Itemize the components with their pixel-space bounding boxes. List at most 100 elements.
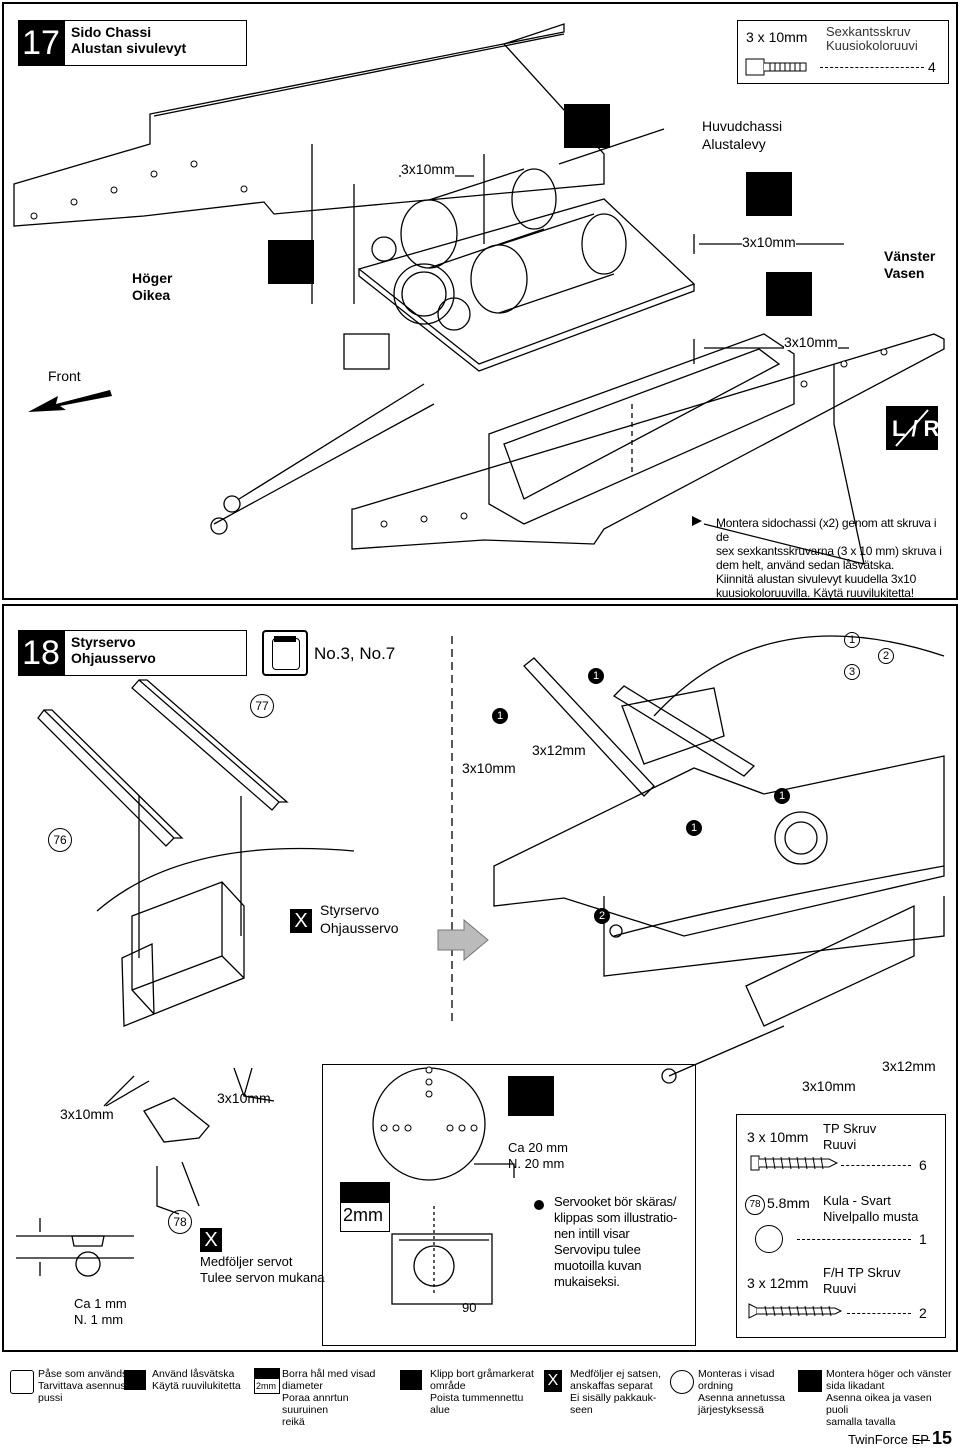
sequence-mark: 2 xyxy=(594,908,610,924)
screw-name-fi: Kuusiokoloruuvi xyxy=(826,38,918,53)
scissors-icon xyxy=(508,1076,554,1116)
servo-note-fi: Tulee servon mukana xyxy=(200,1270,325,1285)
order-step: 1 xyxy=(844,632,860,648)
legend-line: samalla tavalla xyxy=(826,1416,896,1428)
scissors-icon xyxy=(400,1370,422,1390)
screw-callout: 3x10mm xyxy=(742,234,796,250)
legend-line: seen xyxy=(570,1404,593,1416)
next-arrow-icon xyxy=(437,918,489,962)
step-number: 17 xyxy=(18,20,64,66)
screw-callout: 3x10mm xyxy=(462,760,516,776)
part-76: 76 xyxy=(48,828,72,852)
part-name-sv: F/H TP Skruv xyxy=(823,1265,901,1280)
main-chassis-label-sv: Huvudchassi xyxy=(702,118,783,134)
drill-icon: 2mm xyxy=(340,1182,390,1232)
bullet-arrow-icon xyxy=(692,516,702,526)
part-78: 78 xyxy=(168,1210,192,1234)
threadlock-icon xyxy=(268,240,314,284)
page-footer: TwinForce EP 15 xyxy=(760,1428,956,1450)
legend-line: Påse som används xyxy=(38,1368,128,1380)
legend-item: Montera höger och vänster sida likadant … xyxy=(826,1368,956,1428)
part-name-fi: Ruuvi xyxy=(823,1281,857,1296)
sequence-mark: 1 xyxy=(686,820,702,836)
step-title: Sido Chassi Alustan sivulevyt xyxy=(64,20,247,66)
part-name-fi: Ruuvi xyxy=(823,1137,857,1152)
legend-line: Medföljer ej satsen, xyxy=(570,1368,662,1380)
bag-icon xyxy=(262,630,308,676)
drill-size: 2mm xyxy=(256,1381,276,1391)
lr-icon: L/R xyxy=(886,406,939,450)
part-name-sv: TP Skruv xyxy=(823,1121,877,1136)
ball-height-fi: N. 1 mm xyxy=(74,1312,124,1327)
part-ref: 78 xyxy=(745,1195,765,1215)
cut-note-line: mukaiseksi. xyxy=(554,1274,620,1289)
sequence-mark: 1 xyxy=(492,708,508,724)
instructions: Montera sidochassi (x2) genom att skruva… xyxy=(716,516,952,600)
part-qty: 2 xyxy=(919,1305,927,1321)
servo-note-sv: Medföljer servot xyxy=(200,1254,293,1269)
legend-line: reikä xyxy=(282,1416,305,1428)
part-qty: 1 xyxy=(919,1231,927,1247)
angle-label: 90 xyxy=(462,1300,477,1315)
instruction-line: sex sexkantsskruvarna (3 x 10 mm) skruva… xyxy=(716,544,942,558)
screw-callout: 3x10mm xyxy=(784,334,838,350)
instruction-line: Montera sidochassi (x2) genom att skruva… xyxy=(716,516,937,544)
legend-line: järjestyksessä xyxy=(698,1404,764,1416)
qty-leader xyxy=(841,1165,911,1166)
legend-item: Borra hål med visad diameter Poraa annrt… xyxy=(282,1368,392,1428)
legend-item: Medföljer ej satsen, anskaffas separat E… xyxy=(570,1368,670,1416)
screw-size: 3 x 10mm xyxy=(746,29,808,45)
horn-dim-fi: N. 20 mm xyxy=(508,1156,565,1171)
bag-icon xyxy=(10,1370,34,1394)
legend-item: Använd låsvätska Käytä ruuvilukitetta xyxy=(152,1368,252,1392)
screw-callout: 3x12mm xyxy=(532,742,586,758)
order-icon xyxy=(670,1370,694,1394)
cut-note-line: Servovipu tulee xyxy=(554,1242,641,1257)
sequence-mark: 1 xyxy=(588,668,604,684)
legend-line: Ei sisälly pakkauk- xyxy=(570,1392,657,1404)
threadlock-icon xyxy=(564,104,610,148)
parts-box: 3 x 10mm TP Skruv Ruuvi 6 78 5.8mm Kula … xyxy=(736,1114,946,1338)
brand-name: TwinForce EP xyxy=(848,1432,929,1447)
tp-screw-icon xyxy=(750,1155,839,1171)
drill-size: 2mm xyxy=(343,1205,383,1225)
title-sv: Styrservo xyxy=(71,634,136,650)
legend-line: Borra hål med visad xyxy=(282,1368,376,1380)
title-fi: Ohjausservo xyxy=(71,650,156,666)
screw-parts-box: 3 x 10mm Sexkantsskruv Kuusiokoloruuvi 4 xyxy=(737,20,949,84)
ball-icon xyxy=(755,1225,783,1253)
legend-line: Tarvittava asennus- xyxy=(38,1380,130,1392)
legend-line: diameter xyxy=(282,1380,323,1392)
screw-qty-leader xyxy=(820,67,924,68)
drill-icon: 2mm xyxy=(254,1368,280,1394)
horn-dim-sv: Ca 20 mm xyxy=(508,1140,568,1155)
legend-line: Käytä ruuvilukitetta xyxy=(152,1380,241,1392)
right-side-label-sv: Höger xyxy=(132,270,173,286)
step-number: 18 xyxy=(18,630,64,676)
part-77: 77 xyxy=(250,694,274,718)
legend-line: Asenna oikea ja vasen puoli xyxy=(826,1392,932,1416)
step-title: Styrservo Ohjausservo xyxy=(64,630,247,676)
part-size: 5.8mm xyxy=(767,1195,810,1211)
qty-leader xyxy=(847,1313,911,1314)
left-side-label-sv: Vänster xyxy=(884,248,936,264)
screw-callout: 3x10mm xyxy=(60,1106,114,1122)
cut-note-line: klippas som illustratio- xyxy=(554,1210,678,1225)
order-step: 3 xyxy=(844,664,860,680)
step-17-panel: 17 Sido Chassi Alustan sivulevyt 3 x 10m… xyxy=(2,2,958,600)
legend-line: ordning xyxy=(698,1380,734,1392)
screw-callout: 3x10mm xyxy=(802,1078,856,1094)
not-included-icon: X xyxy=(544,1370,562,1392)
bullet-dot xyxy=(534,1200,544,1210)
threadlock-icon xyxy=(746,172,792,216)
screw-qty: 4 xyxy=(928,59,936,75)
legend-line: Monteras i visad xyxy=(698,1368,775,1380)
cut-note-line: nen intill visar xyxy=(554,1226,630,1241)
threadlock-icon xyxy=(124,1370,146,1390)
qty-leader xyxy=(797,1239,911,1240)
instruction-line: kuusiokoloruuvilla. Käytä ruuvilukitetta… xyxy=(716,586,914,600)
legend-item: Klipp bort gråmarkerat område Poista tum… xyxy=(430,1368,540,1416)
not-included-fi: Ohjausservo xyxy=(320,920,399,936)
part-name-sv: Kula - Svart xyxy=(823,1193,891,1208)
title-fi: Alustan sivulevyt xyxy=(71,40,187,56)
